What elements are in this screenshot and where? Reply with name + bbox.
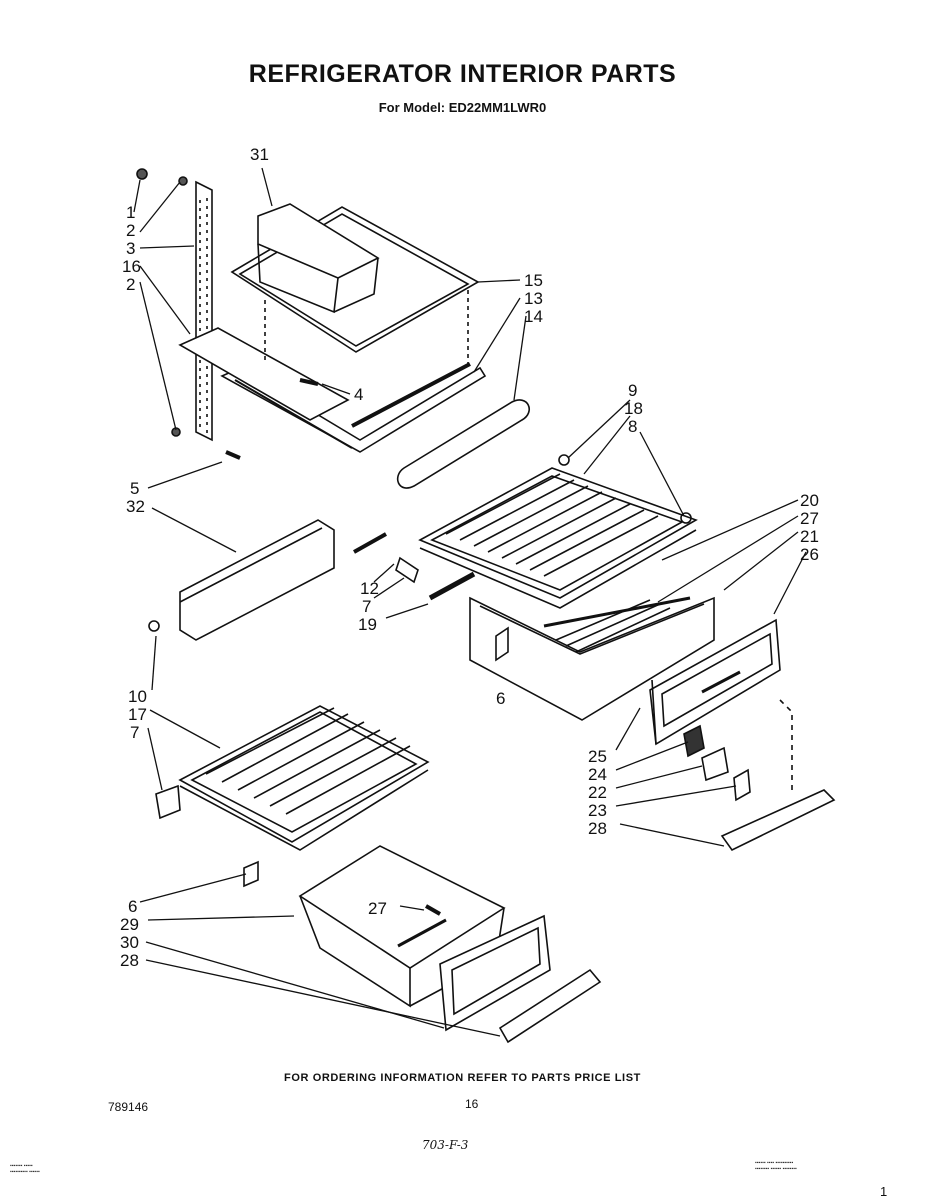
- lower-shelf: [155, 705, 430, 888]
- shelf-trim-tube: [396, 399, 530, 489]
- callout-15: 15: [524, 271, 543, 290]
- shelf-screws: [225, 378, 319, 460]
- callout-27-upper: 27: [800, 509, 819, 528]
- callout-2-upper: 2: [126, 221, 135, 240]
- shelf-rail-assembly: [136, 168, 213, 442]
- callout-31: 31: [250, 145, 269, 164]
- callout-23: 23: [588, 801, 607, 820]
- callout-30: 30: [120, 933, 139, 952]
- upper-crisper-drawer: [428, 571, 715, 721]
- humidity-control: [683, 724, 751, 802]
- lower-crisper-front: [439, 914, 551, 1032]
- callout-22: 22: [588, 783, 607, 802]
- callout-32: 32: [126, 497, 145, 516]
- callout-7-lower: 7: [130, 723, 139, 742]
- callout-1: 1: [126, 203, 135, 222]
- handwritten-code: 703-F-3: [422, 1138, 469, 1152]
- callout-21: 21: [800, 527, 819, 546]
- callout-16: 16: [122, 257, 141, 276]
- callout-28-lower: 28: [120, 951, 139, 970]
- callout-12: 12: [360, 579, 379, 598]
- callout-13: 13: [524, 289, 543, 308]
- document-number: 789146: [108, 1100, 149, 1114]
- page-number: 16: [465, 1097, 479, 1111]
- callout-28-upper: 28: [588, 819, 607, 838]
- callout-26: 26: [800, 545, 819, 564]
- fine-print-left: ▪▪▪▪▪▪▪ ▪▪▪▪▪▪▪▪▪▪▪▪▪▪▪ ▪▪▪▪▪▪: [10, 1163, 40, 1175]
- callout-4: 4: [354, 385, 363, 404]
- leader-lines: [133, 167, 807, 1037]
- callout-17: 17: [128, 705, 147, 724]
- callout-19: 19: [358, 615, 377, 634]
- callout-29: 29: [120, 915, 139, 934]
- callout-25: 25: [588, 747, 607, 766]
- fine-print-right: ▪▪▪▪▪▪ ▪▪▪▪ ▪▪▪▪▪▪▪▪▪▪▪▪▪▪▪▪▪▪ ▪▪▪▪▪▪ ▪▪…: [755, 1160, 797, 1172]
- page-title: REFRIGERATOR INTERIOR PARTS: [248, 60, 677, 88]
- callout-14: 14: [524, 307, 543, 326]
- callout-numbers: 31 1 2 3 16 2 15 13 14 4 5 32 9 18 8 20 …: [120, 145, 819, 970]
- shelf-cover: [148, 519, 335, 641]
- callout-6-upper: 6: [496, 689, 505, 708]
- callout-2-lower: 2: [126, 275, 135, 294]
- model-subtitle: For Model: ED22MM1LWR0: [378, 100, 547, 115]
- ordering-note: FOR ORDERING INFORMATION REFER TO PARTS …: [284, 1072, 641, 1084]
- callout-20: 20: [800, 491, 819, 510]
- callout-27-lower: 27: [368, 899, 387, 918]
- crisper-shelf: [418, 454, 698, 609]
- lower-trim-rail: [498, 968, 602, 1044]
- corner-mark: 1: [880, 1184, 888, 1199]
- callout-3: 3: [126, 239, 135, 258]
- callout-24: 24: [588, 765, 607, 784]
- callout-18: 18: [624, 399, 643, 418]
- callout-6-lower: 6: [128, 897, 137, 916]
- lower-crisper-pan: [298, 845, 506, 1008]
- cam-pin: [353, 532, 419, 584]
- upper-trim-rail: [720, 699, 836, 852]
- callout-5: 5: [130, 479, 139, 498]
- crisper-front-panel: [649, 618, 781, 746]
- callout-9: 9: [628, 381, 637, 400]
- deli-bin: [257, 203, 380, 314]
- callout-7-upper: 7: [362, 597, 371, 616]
- callout-8: 8: [628, 417, 637, 436]
- callout-10: 10: [128, 687, 147, 706]
